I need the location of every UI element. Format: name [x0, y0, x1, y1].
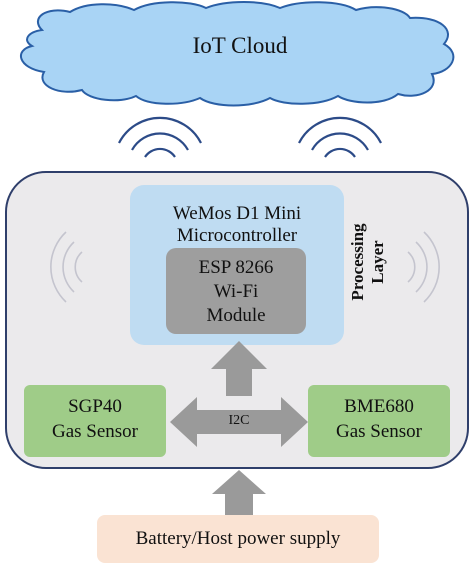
power-label: Battery/Host power supply	[135, 528, 341, 549]
sensor-left-line1: SGP40	[68, 396, 122, 417]
up-arrow-to-module	[211, 341, 267, 396]
processing-layer-label-line1: Processing	[348, 223, 367, 301]
iot-cloud-shape	[20, 1, 455, 107]
mcu-label-line2: Microcontroller	[176, 225, 298, 246]
wireless-signal-right-icon	[298, 116, 382, 158]
sensor-right-line1: BME680	[344, 396, 414, 417]
sensor-right-line2: Gas Sensor	[335, 421, 423, 442]
i2c-double-arrow	[170, 397, 308, 447]
wireless-signal-inner-left-icon	[50, 231, 83, 303]
power-up-arrow	[212, 470, 266, 515]
module-label-line3: Module	[206, 305, 266, 326]
sgp40-sensor-box	[24, 385, 166, 457]
wireless-signal-inner-right-icon	[407, 231, 440, 303]
connection-arrows	[170, 341, 308, 515]
module-label-line1: ESP 8266	[198, 257, 274, 278]
i2c-label: I2C	[228, 413, 250, 428]
processing-layer-label-line2: Layer	[368, 240, 387, 284]
mcu-label-line1: WeMos D1 Mini	[172, 203, 302, 224]
cloud-label: IoT Cloud	[192, 33, 288, 58]
wifi-module-box	[166, 248, 306, 334]
sensor-left-line2: Gas Sensor	[51, 421, 139, 442]
bme680-sensor-box	[308, 385, 450, 457]
wireless-signal-left-icon	[118, 116, 202, 158]
module-label-line2: Wi-Fi	[213, 281, 259, 302]
power-supply-box	[97, 515, 379, 563]
